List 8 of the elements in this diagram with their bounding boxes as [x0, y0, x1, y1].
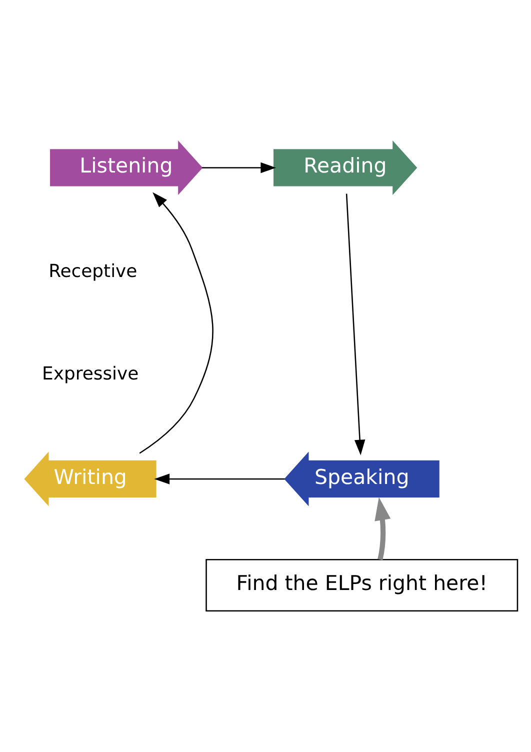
label: Receptive — [48, 260, 138, 282]
arrow — [154, 473, 285, 484]
arrow — [346, 193, 366, 455]
arrow — [139, 192, 214, 454]
node-box: Find the ELPs right here! — [206, 558, 518, 612]
arrow — [374, 496, 391, 560]
label: Expressive — [42, 362, 139, 384]
arrow — [202, 162, 276, 173]
